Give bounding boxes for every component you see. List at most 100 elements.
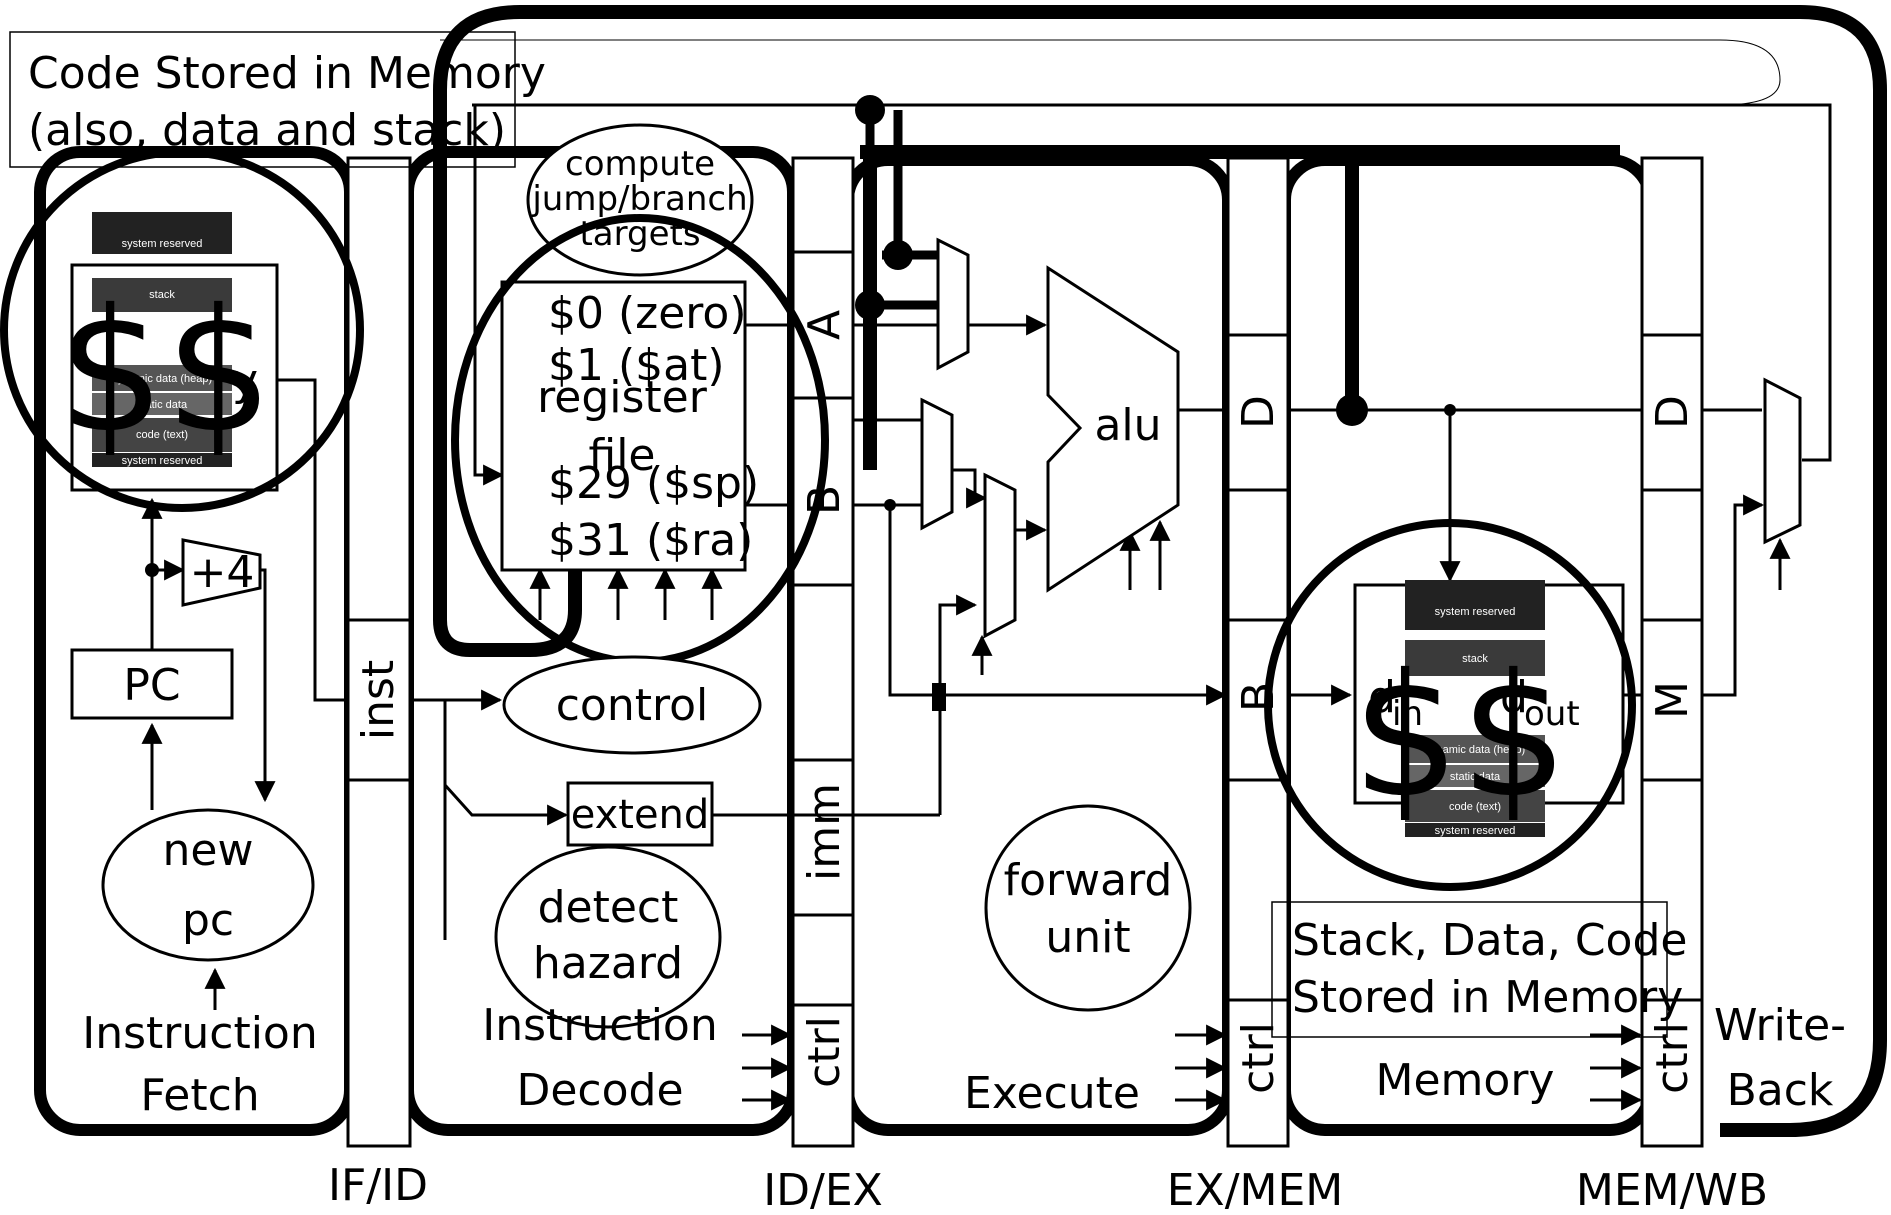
code-memory-note-box [9,31,516,168]
alu-label: alu [1094,400,1161,451]
compute-targets-line1: compute [565,144,715,184]
fetch-stage-line2: Fetch [140,1070,259,1121]
fwd-junction-block [932,683,946,711]
execute-stage-label: Execute [964,1068,1140,1119]
new-pc-line1: new [163,825,254,876]
decode-stage-line2: Decode [516,1065,683,1116]
if-id-register [346,156,412,1148]
dmem-seg-5: system reserved [1435,825,1516,837]
mem-wb-d-label: D [1647,395,1698,429]
extend-unit [566,781,714,847]
stack-data-code-note-box [1271,901,1668,1038]
new-pc-line2: pc [182,895,234,946]
writeback-stage-line1: Write- [1714,1000,1846,1051]
pc-junction-dot [145,563,159,577]
fwd-dot-a [883,240,913,270]
memory-stage-label: Memory [1376,1055,1555,1106]
mem-wb-ctrl-label: ctrl [1647,1022,1698,1094]
register-sp: $29 ($sp) [548,458,759,509]
ex-mem-b-label: B [1233,682,1284,712]
writeback-stage-line2: Back [1727,1065,1834,1116]
new-pc-unit [101,808,315,962]
plus4-label: +4 [190,547,255,598]
fetch-stage-line1: Instruction [82,1008,318,1059]
detect-hazard-unit [494,845,722,1029]
dmem-seg-3: static data [1450,771,1501,783]
dmem-seg-4: code (text) [1449,801,1501,813]
dmem-seg-1: stack [1462,653,1488,665]
id-ex-imm-label: imm [799,783,850,881]
id-ex-b-label: B [799,485,850,515]
ex-mem-ctrl-label: ctrl [1233,1022,1284,1094]
imem-seg-4: code (text) [136,429,188,441]
pipeline-registers [346,156,1704,1148]
forward-unit-line2: unit [1045,912,1130,963]
control-unit [502,655,762,755]
dmem-cache-circle [1264,519,1636,891]
id-ex-label: ID/EX [763,1165,883,1215]
imem-partial-label: y [232,355,258,406]
extend-label: extend [571,792,710,838]
stack-data-code-line1: Stack, Data, Code [1292,915,1687,966]
stack-data-code-line2: Stored in Memory [1292,972,1683,1023]
compute-targets-line2: jump/branch [531,179,747,219]
dmem-seg-2: dynamic data (heap) [1425,744,1525,756]
forward-unit-line1: forward [1004,855,1173,906]
mem-wb-register [1640,156,1704,1148]
control-label: control [556,680,709,731]
register-zero: $0 (zero) [548,288,747,339]
register-at: $1 ($at) [548,340,725,391]
mem-dot-big [1336,394,1368,426]
plus4-adder [181,538,262,607]
pc-label: PC [123,660,180,711]
dmem-din-label: d [1368,672,1396,723]
dmem-cache-symbol: $$ [1352,638,1568,836]
compute-targets-unit [526,123,754,277]
mux-imm [983,472,1017,639]
data-memory: system reserved stack dynamic data (heap… [1353,580,1625,837]
dmem-dout-label: d [1500,672,1528,723]
fwd-dot-b [855,290,885,320]
register-file-label1: register [537,372,708,423]
ex-mem-label: EX/MEM [1167,1165,1344,1215]
dmem-din-sub: in [1392,694,1423,734]
writeback-wires [472,103,1832,697]
imem-seg-3: static data [137,399,188,411]
register-field-dividers [348,250,1702,1007]
mux-b [920,397,954,531]
fwd-dot-top [855,95,885,125]
code-memory-note-line1: Code Stored in Memory [28,48,546,99]
imem-cache-circle [0,148,364,512]
pc-register [70,648,234,720]
id-ex-register [791,156,855,1148]
id-ex-a-label: A [799,310,850,340]
alu [1046,265,1180,593]
mux-a [936,237,970,371]
if-id-inst-label: inst [353,660,404,740]
decode-wires [410,105,978,1111]
register-file-label2: file [588,430,655,481]
mem-wb-label: MEM/WB [1576,1165,1768,1215]
if-id-label: IF/ID [328,1160,428,1211]
register-ra: $31 ($ra) [548,515,753,566]
mem-dot-small [1444,404,1456,416]
code-memory-note-line2: (also, data and stack) [28,105,506,156]
dmem-seg-0: system reserved [1435,606,1516,618]
mem-wb-m-label: M [1647,681,1698,719]
instruction-memory: system reserved stack dynamic data (heap… [70,212,279,492]
ex-mem-d-label: D [1233,395,1284,429]
imem-cache-symbol: $$ [57,273,273,471]
imem-seg-5: system reserved [122,455,203,467]
imem-seg-2: dynamic data (heap) [112,373,212,385]
forward-unit [984,804,1192,1012]
detect-hazard-line1: detect [538,882,679,933]
detect-hazard-line2: hazard [533,938,683,989]
imem-seg-1: stack [149,289,175,301]
fetch-wires [141,378,346,1010]
register-file [500,280,747,572]
writeback-mux [1763,377,1802,545]
fwd-dot-small [884,499,896,511]
imem-seg-0: system reserved [122,238,203,250]
id-ex-ctrl-label: ctrl [799,1016,850,1088]
